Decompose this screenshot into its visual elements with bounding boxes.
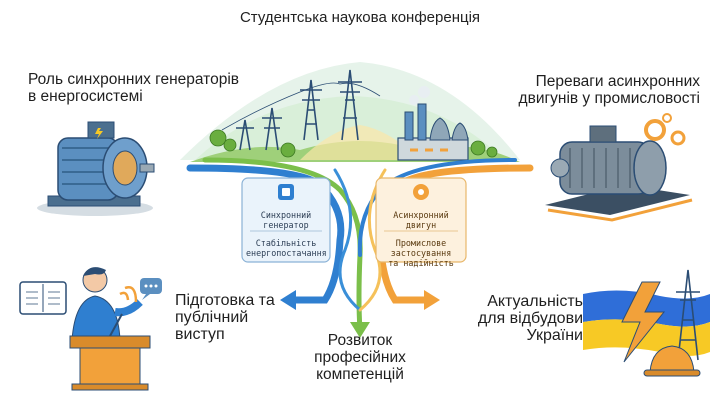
arrow-heads — [280, 290, 440, 338]
hard-hat-icon — [643, 345, 701, 377]
flow-arrows — [186, 157, 534, 333]
power-tower-icon — [676, 269, 700, 361]
motor-icon — [545, 113, 693, 222]
synchronous-generator-box — [241, 177, 331, 263]
lightning-icon — [621, 281, 666, 363]
power-grid-icon — [221, 69, 381, 151]
trees — [209, 129, 498, 158]
factory-icon — [397, 86, 469, 161]
asynchronous-motor-box — [375, 177, 467, 263]
generator-icon — [37, 121, 155, 216]
speaker-icon — [19, 267, 162, 391]
page-title: Студентська наукова конференція — [239, 9, 481, 26]
